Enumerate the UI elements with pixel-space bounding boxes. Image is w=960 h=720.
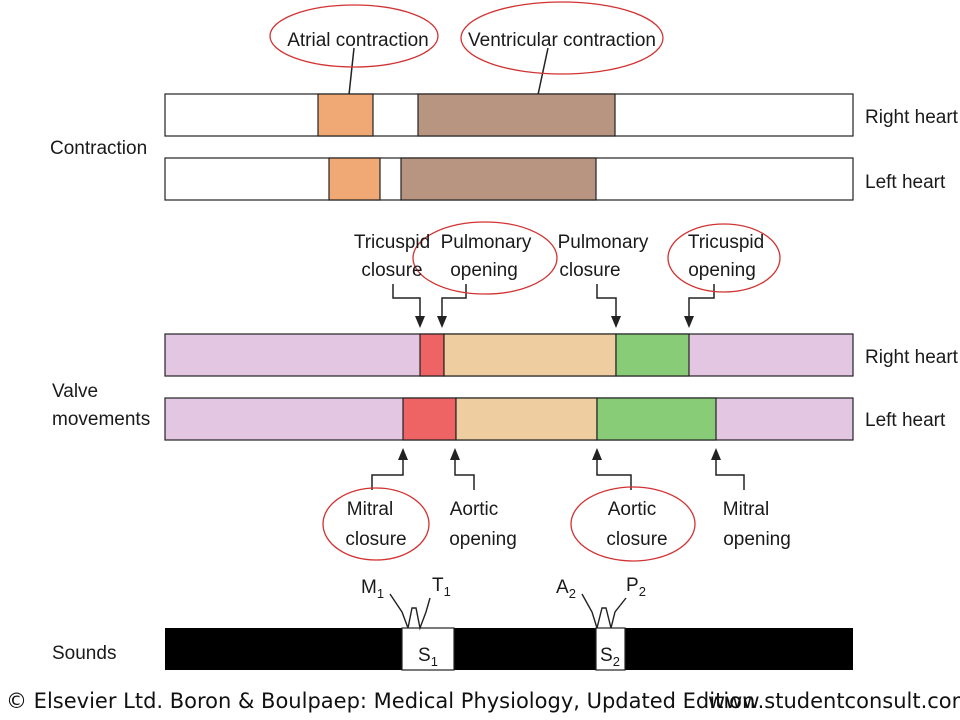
mitral-closed-segment	[402, 397, 457, 441]
tricuspid-opening-label-line2: opening	[688, 260, 756, 281]
arrow-down-icon	[437, 316, 447, 328]
tricuspid-closure-leader	[392, 284, 421, 320]
copyright-text: © Elsevier Ltd. Boron & Boulpaep: Medica…	[6, 689, 756, 713]
highlight-ring-tricuspid-opening	[667, 223, 781, 293]
highlight-ring-pulmonary-opening	[412, 221, 558, 295]
valve-row-label-line2: movements	[52, 409, 150, 430]
pulmonary-closure-label-line2: closure	[559, 260, 620, 281]
valve-bar-right-heart	[164, 333, 854, 377]
t1-label: T1	[432, 575, 451, 599]
mitral-opening-label-line1: Mitral	[723, 499, 769, 520]
pulmonary-open-segment	[443, 333, 617, 377]
contraction-bar-right-heart	[164, 93, 854, 137]
s2-box	[595, 627, 626, 671]
tricuspid-closure-label-line1: Tricuspid	[354, 232, 430, 253]
arrow-down-icon	[684, 316, 694, 328]
pulmonary-closure-leader	[596, 284, 617, 320]
ventricular-contraction-segment	[400, 157, 597, 201]
right-heart-label: Right heart	[865, 107, 959, 128]
left-heart-label: Left heart	[865, 172, 946, 193]
right-heart-label: Right heart	[865, 347, 959, 368]
aortic-opening-label-line2: opening	[449, 529, 517, 550]
highlight-ring-atrial	[269, 4, 439, 68]
atrial-contraction-segment	[328, 157, 381, 201]
aortic-closure-leader	[596, 455, 632, 490]
tricuspid-closure-label-line2: closure	[361, 260, 422, 281]
aortic-closure-label-line1: Aortic	[608, 499, 657, 520]
s2-waveform	[581, 593, 627, 629]
atrial-contraction-segment	[317, 93, 374, 137]
atrial-contraction-label: Atrial contraction	[287, 30, 429, 51]
mitral-closure-label-line2: closure	[345, 529, 406, 550]
source-citation: © Elsevier Ltd. Boron & Boulpaep: Medica…	[0, 682, 960, 720]
pulmonary-opening-label-line1: Pulmonary	[441, 232, 532, 253]
m1-label: M1	[361, 577, 384, 601]
highlight-ring-mitral-closure	[322, 487, 430, 561]
pulmonary-opening-label-line2: opening	[450, 260, 518, 281]
s1-waveform	[389, 593, 431, 631]
mitral-closure-leader	[371, 455, 404, 490]
arrow-up-icon	[711, 448, 721, 460]
mitral-opening-label-line2: opening	[723, 529, 791, 550]
mitral-opening-leader	[715, 455, 745, 490]
arrow-up-icon	[592, 448, 602, 460]
arrow-up-icon	[398, 448, 408, 460]
aortic-closure-label-line2: closure	[606, 529, 667, 550]
valve-bar-left-heart	[164, 397, 854, 441]
highlight-ring-aortic-closure	[570, 486, 696, 562]
sounds-row-label: Sounds	[52, 643, 116, 664]
aortic-open-segment	[455, 397, 598, 441]
highlight-ring-ventricular	[460, 1, 664, 75]
contraction-row-label: Contraction	[50, 138, 147, 159]
arrow-down-icon	[611, 316, 621, 328]
source-url: www.studentconsult.com	[708, 689, 960, 713]
isovolumic-relaxation-segment	[596, 397, 717, 441]
mitral-closure-label-line1: Mitral	[347, 499, 393, 520]
tricuspid-opening-label-line1: Tricuspid	[688, 232, 764, 253]
pulmonary-closure-label-line1: Pulmonary	[558, 232, 649, 253]
arrow-up-icon	[450, 448, 460, 460]
left-heart-label: Left heart	[865, 410, 946, 431]
tricuspid-closed-segment	[419, 333, 445, 377]
aortic-opening-leader	[454, 455, 475, 490]
aortic-opening-label-line1: Aortic	[450, 499, 499, 520]
contraction-bar-left-heart	[164, 157, 854, 201]
ventricular-contraction-label: Ventricular contraction	[468, 30, 656, 51]
s1-box	[401, 627, 455, 671]
heart-sounds-bar	[165, 593, 853, 671]
isovolumic-relaxation-segment	[615, 333, 690, 377]
s1-label: S1	[418, 645, 438, 669]
s2-label: S2	[600, 645, 620, 669]
p2-label: P2	[626, 575, 646, 599]
valve-row-label-line1: Valve	[52, 381, 98, 402]
ventricular-contraction-segment	[417, 93, 616, 137]
a2-label: A2	[556, 577, 576, 601]
arrow-down-icon	[415, 316, 425, 328]
pulmonary-opening-leader	[441, 284, 467, 320]
